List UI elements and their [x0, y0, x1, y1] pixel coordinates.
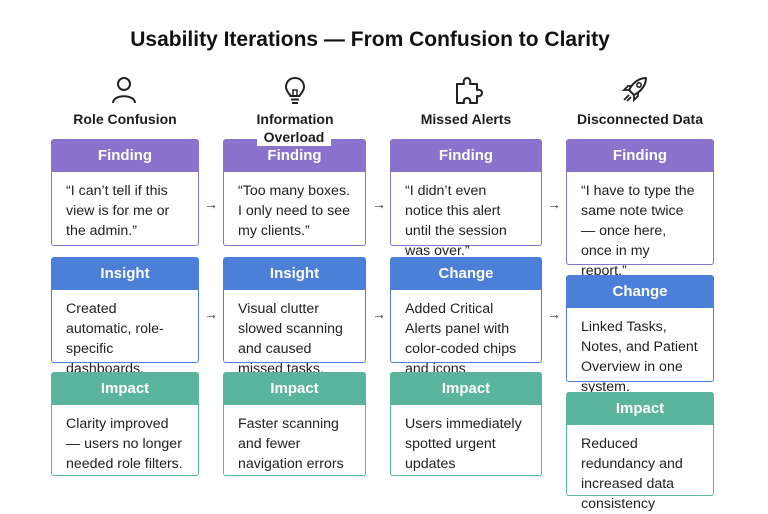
card-header: Insight	[223, 257, 366, 290]
card-body: “Too many boxes. I only need to see my c…	[223, 172, 366, 246]
arrow-icon: →	[372, 196, 386, 212]
card-impact-information-overload: Impact Faster scanning and fewer navigat…	[223, 372, 366, 476]
card-body: Created automatic, role-specific dashboa…	[51, 290, 199, 377]
card-body: Added Critical Alerts panel with color-c…	[390, 290, 542, 377]
card-finding-information-overload: Finding “Too many boxes. I only need to …	[223, 139, 366, 246]
person-icon	[109, 75, 139, 105]
arrow-icon: →	[204, 196, 218, 212]
card-body: Linked Tasks, Notes, and Patient Overvie…	[566, 308, 714, 395]
arrow-icon: →	[372, 306, 386, 322]
card-header: Insight	[51, 257, 199, 290]
card-header: Finding	[566, 139, 714, 172]
card-change-disconnected-data: Change Linked Tasks, Notes, and Patient …	[566, 275, 714, 395]
lightbulb-icon	[280, 75, 310, 105]
column-label-role-confusion: Role Confusion	[73, 111, 177, 127]
puzzle-icon	[453, 75, 483, 105]
card-header: Finding	[390, 139, 542, 172]
column-label-missed-alerts: Missed Alerts	[420, 111, 512, 127]
card-insight-role-confusion: Insight Created automatic, role-specific…	[51, 257, 199, 377]
card-change-missed-alerts: Change Added Critical Alerts panel with …	[390, 257, 542, 377]
card-impact-disconnected-data: Impact Reduced redundancy and increased …	[566, 392, 714, 512]
card-body: Visual clutter slowed scanning and cause…	[223, 290, 366, 377]
card-header: Impact	[566, 392, 714, 425]
card-header: Finding	[51, 139, 199, 172]
card-body: Faster scanning and fewer navigation err…	[223, 405, 366, 476]
card-body: “I have to type the same note twice — on…	[566, 172, 714, 279]
card-header: Impact	[390, 372, 542, 405]
card-header: Change	[390, 257, 542, 290]
card-insight-information-overload: Insight Visual clutter slowed scanning a…	[223, 257, 366, 377]
card-header: Change	[566, 275, 714, 308]
card-body: “I didn’t even notice this alert until t…	[390, 172, 542, 259]
column-label-line2: Overload	[257, 128, 331, 146]
card-finding-missed-alerts: Finding “I didn’t even notice this alert…	[390, 139, 542, 259]
card-body: Users immediately spotted urgent updates	[390, 405, 542, 476]
column-label-line1: Information	[256, 111, 334, 127]
arrow-icon: →	[547, 196, 561, 212]
page-title: Usability Iterations — From Confusion to…	[130, 28, 610, 51]
arrow-icon: →	[547, 306, 561, 322]
card-impact-role-confusion: Impact Clarity improved — users no longe…	[51, 372, 199, 476]
card-impact-missed-alerts: Impact Users immediately spotted urgent …	[390, 372, 542, 476]
card-body: Clarity improved — users no longer neede…	[51, 405, 199, 476]
card-body: “I can’t tell if this view is for me or …	[51, 172, 199, 246]
arrow-icon: →	[204, 306, 218, 322]
column-label-information-overload: Information	[224, 110, 366, 128]
column-label-disconnected-data: Disconnected Data	[576, 111, 704, 127]
card-header: Impact	[223, 372, 366, 405]
card-finding-role-confusion: Finding “I can’t tell if this view is fo…	[51, 139, 199, 246]
card-body: Reduced redundancy and increased data co…	[566, 425, 714, 512]
card-header: Impact	[51, 372, 199, 405]
rocket-icon	[620, 75, 650, 105]
card-finding-disconnected-data: Finding “I have to type the same note tw…	[566, 139, 714, 279]
